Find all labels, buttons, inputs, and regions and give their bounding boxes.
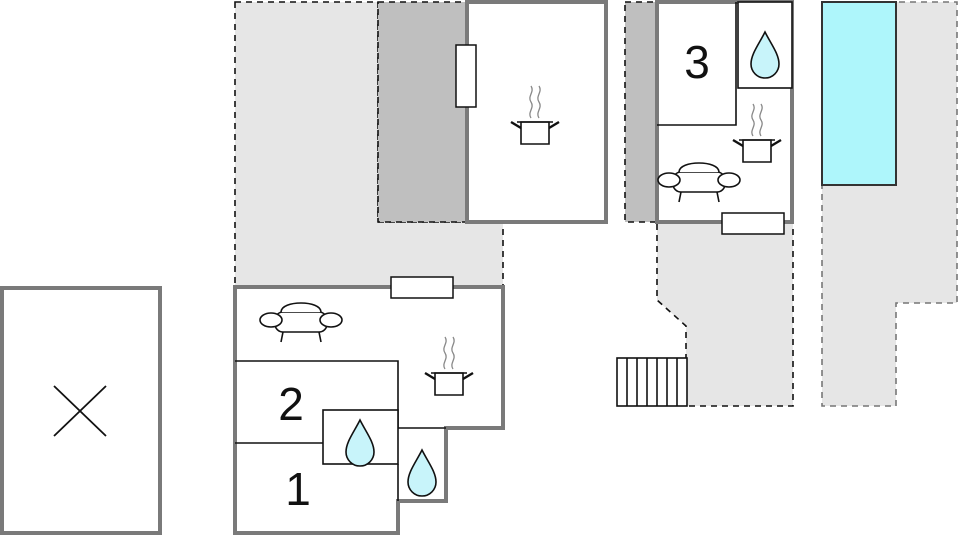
room-number-2: 2	[278, 378, 304, 430]
window	[390, 276, 454, 299]
room-number-1: 1	[285, 463, 311, 515]
bedroom-3-walls	[657, 2, 737, 126]
covered-terrace-right	[624, 1, 658, 223]
parking-area	[0, 286, 162, 535]
window	[721, 212, 785, 235]
cross-icon	[53, 385, 107, 437]
covered-terrace	[377, 1, 468, 223]
window	[455, 44, 477, 108]
stairs-icon	[616, 357, 688, 407]
kitchen-room-upper	[465, 0, 608, 224]
pool	[821, 1, 897, 186]
room-number-3: 3	[684, 36, 710, 88]
bedroom-2-walls	[235, 360, 446, 429]
